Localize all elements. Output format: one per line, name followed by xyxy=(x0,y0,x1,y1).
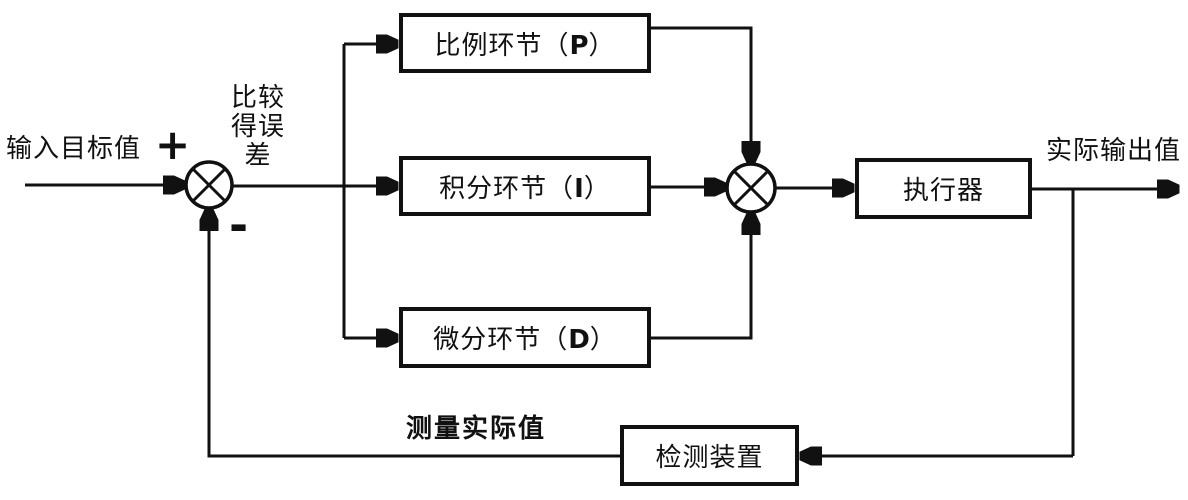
sensor-block-label: 检测装置 xyxy=(655,443,764,472)
error-label-line3: 差 xyxy=(244,141,272,170)
d-output-arrow xyxy=(651,214,751,340)
summing-junction-left xyxy=(184,160,234,210)
proportional-block-label: 比例环节（P） xyxy=(434,30,616,61)
error-label-line1: 比较 xyxy=(230,83,285,112)
derivative-block-label: 微分环节（D） xyxy=(433,325,617,355)
derivative-block: 微分环节（D） xyxy=(399,307,651,368)
feedback-return-arrow xyxy=(209,210,620,458)
error-comparison-label: 比较 得误 差 xyxy=(211,83,305,170)
minus-sign: - xyxy=(229,198,249,252)
integral-block-label: 积分环节（I） xyxy=(439,173,611,204)
integral-block: 积分环节（I） xyxy=(399,156,651,216)
plus-sign: + xyxy=(155,120,191,169)
input-target-label: 输入目标值 xyxy=(6,134,142,163)
summing-junction-right xyxy=(725,162,777,214)
actuator-block: 执行器 xyxy=(855,158,1032,219)
p-output-arrow xyxy=(651,26,751,162)
proportional-block: 比例环节（P） xyxy=(399,13,651,73)
measured-value-label: 测量实际值 xyxy=(406,413,547,443)
actuator-block-label: 执行器 xyxy=(902,176,984,205)
sensor-block: 检测装置 xyxy=(620,425,799,486)
error-label-line2: 得误 xyxy=(230,112,285,141)
actual-output-label: 实际输出值 xyxy=(1046,136,1182,165)
